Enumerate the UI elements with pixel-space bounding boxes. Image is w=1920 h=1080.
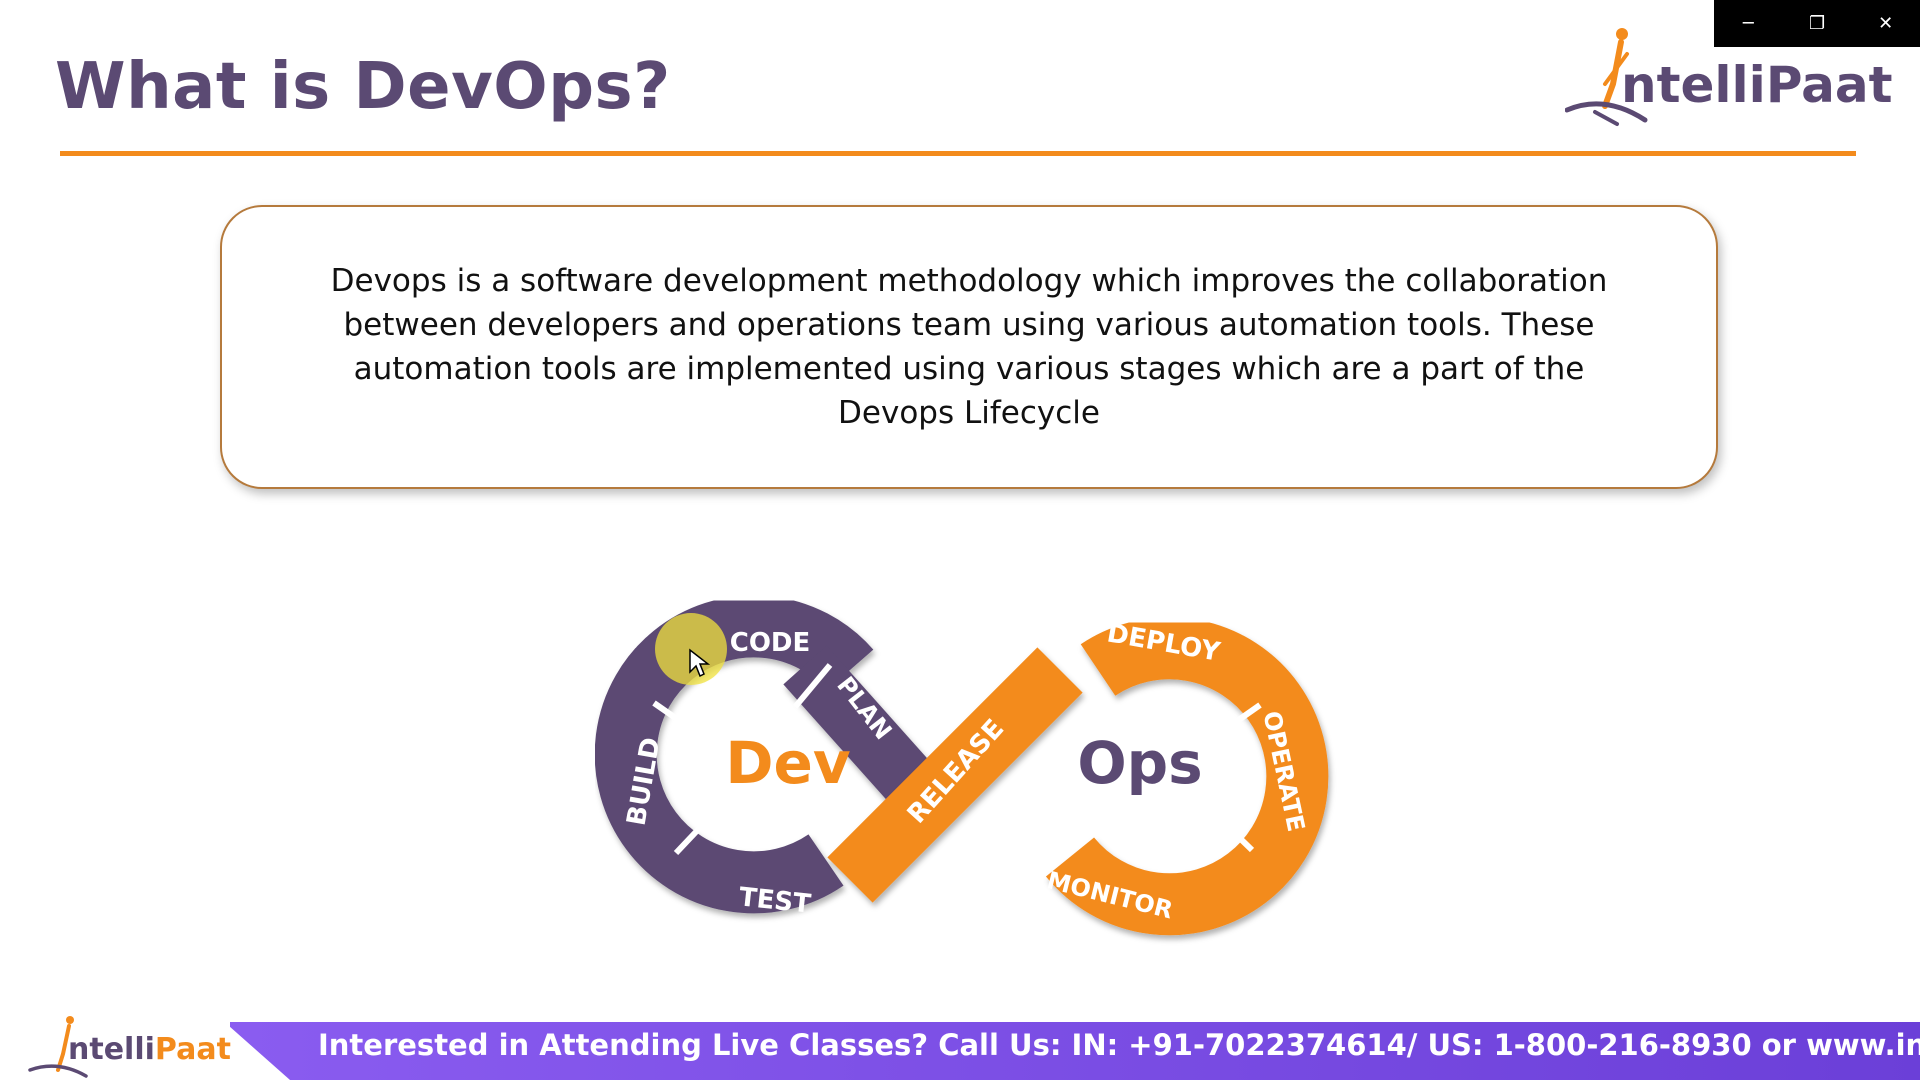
ops-label: Ops bbox=[1077, 729, 1202, 797]
banner-background bbox=[230, 1022, 1920, 1080]
logo-wordmark: ntelliPaat bbox=[1621, 56, 1893, 114]
mouse-pointer-icon bbox=[689, 648, 710, 678]
minimize-icon: ─ bbox=[1742, 13, 1754, 34]
stage-test: TEST bbox=[737, 882, 812, 919]
minimize-button[interactable]: ─ bbox=[1714, 0, 1783, 47]
footer-logo-text-b: Paat bbox=[154, 1032, 231, 1067]
intellipaat-logo: ntelliPaat bbox=[1564, 24, 1893, 129]
footer-logo-text: ntelliPaat bbox=[68, 1032, 231, 1067]
restore-button[interactable]: ❐ bbox=[1783, 0, 1852, 47]
title-divider bbox=[60, 151, 1856, 156]
definition-box: Devops is a software development methodo… bbox=[220, 205, 1718, 489]
definition-text: Devops is a software development methodo… bbox=[330, 263, 1608, 431]
footer-logo-text-a: ntelli bbox=[68, 1032, 155, 1067]
logo-figure-icon bbox=[28, 1016, 88, 1078]
stage-code: CODE bbox=[730, 628, 811, 658]
dev-label: Dev bbox=[725, 729, 850, 797]
banner-text: Interested in Attending Live Classes? Ca… bbox=[318, 1028, 1920, 1062]
cursor-highlight bbox=[655, 613, 727, 685]
close-button[interactable]: ✕ bbox=[1851, 0, 1920, 47]
logo-figure-icon bbox=[1564, 28, 1648, 126]
window-controls: ─ ❐ ✕ bbox=[1714, 0, 1920, 47]
slide-title: What is DevOps? bbox=[55, 50, 671, 124]
ops-loop bbox=[827, 617, 1329, 936]
restore-icon: ❐ bbox=[1808, 13, 1826, 34]
close-icon: ✕ bbox=[1878, 13, 1894, 34]
intellipaat-logo-footer: ntelliPaat bbox=[28, 1014, 231, 1078]
devops-lifecycle-diagram: Dev Ops CODE PLAN BUILD TEST RELEASE DEP… bbox=[594, 595, 1329, 936]
contact-banner: Interested in Attending Live Classes? Ca… bbox=[0, 1018, 1920, 1080]
